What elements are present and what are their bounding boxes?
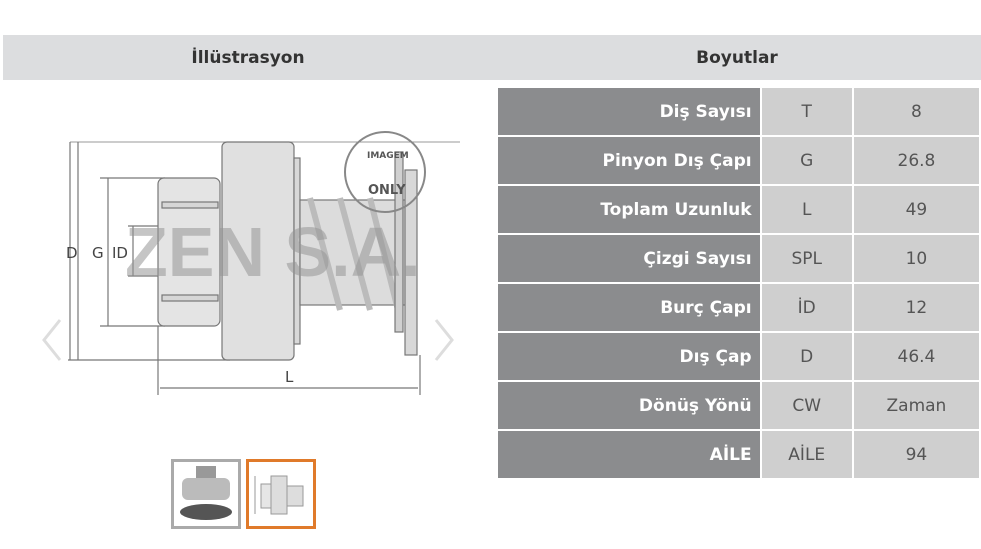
prev-arrow-icon[interactable]: [42, 319, 62, 361]
row-value: 49: [851, 184, 981, 235]
product-drawing: D G ID L IMAGEM ONLY: [42, 131, 460, 395]
row-value: 8: [851, 86, 981, 137]
row-code: AİLE: [759, 429, 854, 480]
row-label: Dış Çap: [496, 331, 762, 382]
row-code: D: [759, 331, 854, 382]
illustration-title: İllüstrasyon: [191, 47, 305, 68]
row-code: CW: [759, 380, 854, 431]
row-label: Dönüş Yönü: [496, 380, 762, 431]
row-value: 12: [851, 282, 981, 333]
illustration-header: İllüstrasyon: [3, 35, 493, 80]
row-value: 10: [851, 233, 981, 284]
stamp-top-text: IMAGEM: [367, 151, 409, 161]
dimension-d-label: D: [66, 244, 78, 262]
dimensions-title: Boyutlar: [696, 47, 778, 68]
row-value: 46.4: [851, 331, 981, 382]
thumbnail-photo[interactable]: [171, 459, 241, 529]
thumbnail-drawing[interactable]: [246, 459, 316, 529]
row-code: T: [759, 86, 854, 137]
row-label: Toplam Uzunluk: [496, 184, 762, 235]
next-arrow-icon[interactable]: [434, 319, 454, 361]
row-code: SPL: [759, 233, 854, 284]
dimension-id-label: ID: [112, 244, 128, 262]
row-label: Pinyon Dış Çapı: [496, 135, 762, 186]
drawing-thumbnail-image: [254, 475, 304, 515]
dimension-l-label: L: [285, 368, 294, 386]
row-code: L: [759, 184, 854, 235]
row-code: G: [759, 135, 854, 186]
photo-thumbnail-image: [180, 466, 232, 520]
row-value: Zaman: [851, 380, 981, 431]
watermark: ZEN S.A.: [125, 213, 421, 291]
dimensions-header: Boyutlar: [493, 35, 981, 80]
row-code: İD: [759, 282, 854, 333]
row-label: AİLE: [496, 429, 762, 480]
dimension-g-label: G: [92, 244, 104, 262]
row-value: 26.8: [851, 135, 981, 186]
row-value: 94: [851, 429, 981, 480]
stamp-bottom-text: ONLY: [368, 183, 406, 198]
row-label: Burç Çapı: [496, 282, 762, 333]
row-label: Çizgi Sayısı: [496, 233, 762, 284]
row-label: Diş Sayısı: [496, 86, 762, 137]
